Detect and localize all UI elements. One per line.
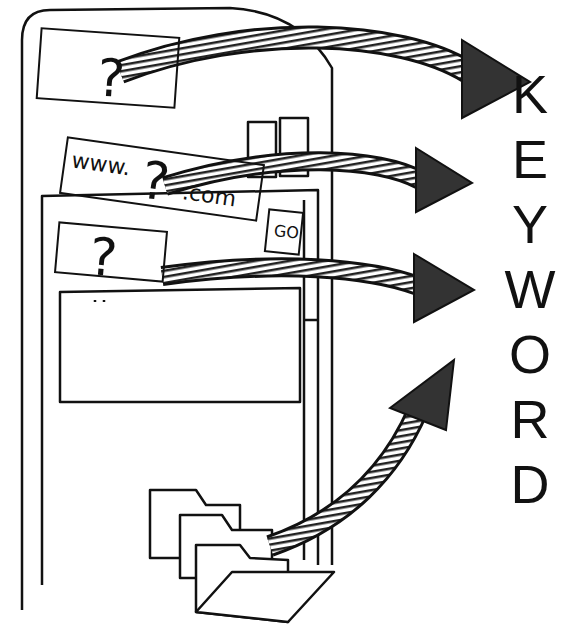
box-text: .com [181,181,238,210]
vertical-word: KEYWORD [502,62,558,517]
input-box: ? [54,221,168,282]
input-box: GO [264,208,304,256]
question-mark: ? [96,51,127,105]
input-box: ? [36,27,181,109]
input-box: www.? .com [59,136,265,221]
folder-icons [150,490,334,622]
browser-window [22,8,332,610]
question-mark: ? [87,230,119,284]
box-text: GO [273,223,300,242]
question-mark: ? [138,153,173,208]
box-text: www. [70,149,131,179]
arrows [120,37,530,546]
